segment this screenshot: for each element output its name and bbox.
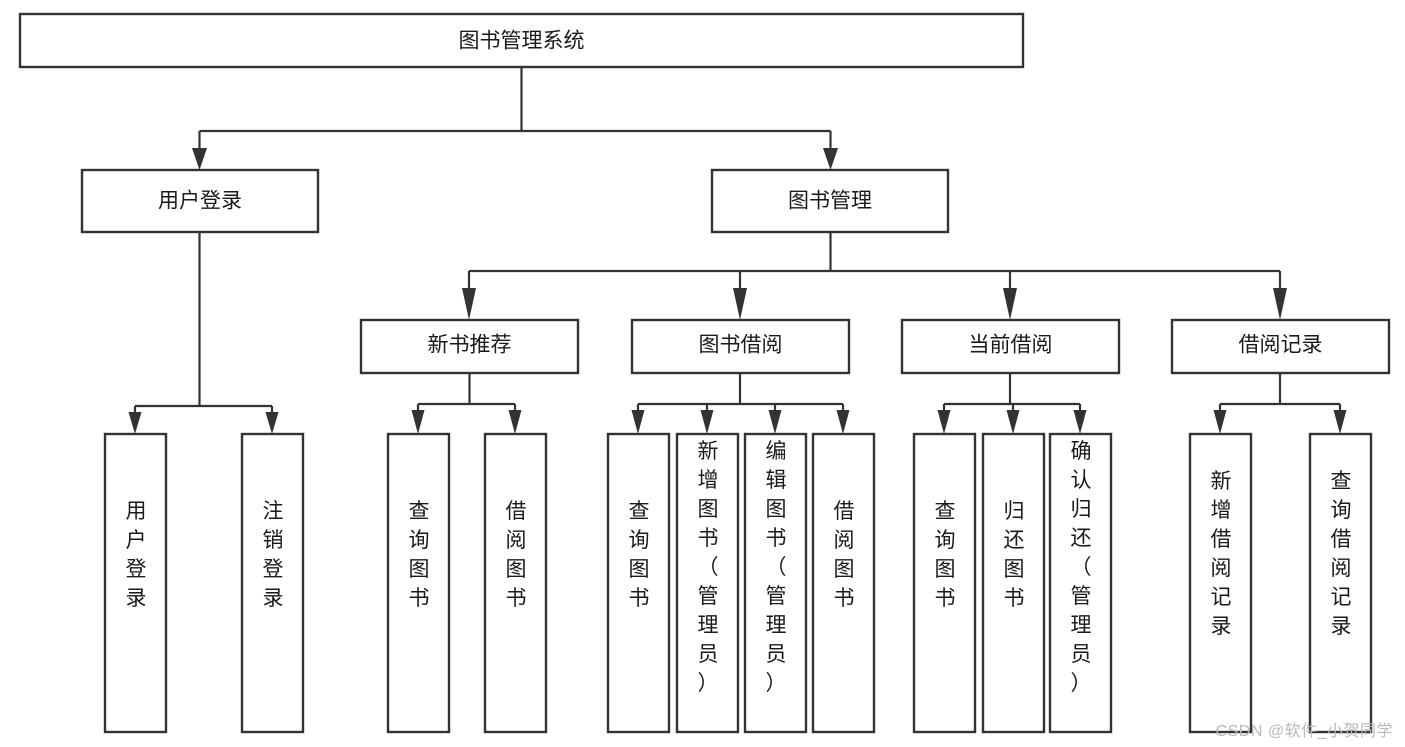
arrowhead-leaf-return-book: [1006, 410, 1020, 434]
node-leaf-query-book-1[interactable]: 查询图书: [386, 432, 451, 734]
node-leaf-add-book-label: 新增图书（管理员）: [698, 440, 719, 695]
arrowhead-leaf-query-book-3: [937, 410, 951, 434]
arrowhead-new-book-recommend: [462, 288, 476, 320]
arrowhead-leaf-query-book-2: [631, 410, 645, 434]
arrowhead-leaf-user-login: [128, 412, 142, 434]
node-borrow-record-label: 借阅记录: [1239, 334, 1323, 357]
node-leaf-user-login-label: 用户登录: [126, 500, 147, 610]
node-leaf-query-book-3[interactable]: 查询图书: [912, 432, 977, 734]
node-current-borrow-box[interactable]: [900, 318, 1121, 375]
node-leaf-logout-login-label: 注销登录: [263, 500, 284, 610]
node-leaf-query-book-3-box[interactable]: [912, 432, 977, 734]
node-leaf-borrow-book-2[interactable]: 借阅图书: [811, 432, 876, 734]
node-leaf-confirm-return-box[interactable]: [1048, 432, 1113, 734]
node-leaf-edit-book[interactable]: 编辑图书（管理员）: [743, 432, 808, 734]
node-current-borrow[interactable]: 当前借阅: [900, 318, 1121, 375]
node-leaf-query-book-2-label: 查询图书: [629, 500, 650, 610]
node-book-borrow-label: 图书借阅: [699, 334, 783, 357]
arrowhead-leaf-confirm-return: [1073, 410, 1087, 434]
node-leaf-add-record[interactable]: 新增借阅记录: [1188, 432, 1253, 734]
node-leaf-query-book-1-box[interactable]: [386, 432, 451, 734]
node-leaf-borrow-book-1-box[interactable]: [483, 432, 548, 734]
node-leaf-edit-book-box[interactable]: [743, 432, 808, 734]
arrowhead-user-login: [192, 148, 207, 170]
arrowhead-leaf-edit-book: [768, 410, 782, 434]
node-leaf-add-book-box[interactable]: [675, 432, 740, 734]
node-leaf-query-record[interactable]: 查询借阅记录: [1308, 432, 1373, 734]
node-leaf-query-book-1-label: 查询图书: [409, 500, 430, 610]
node-leaf-logout-login-box[interactable]: [240, 432, 305, 734]
node-leaf-logout-login[interactable]: 注销登录: [240, 432, 305, 734]
node-leaf-query-book-2[interactable]: 查询图书: [606, 432, 671, 734]
arrowhead-leaf-add-record: [1213, 410, 1227, 434]
arrowhead-leaf-query-book-1: [411, 410, 425, 434]
node-new-book-recommend[interactable]: 新书推荐: [359, 318, 580, 375]
node-leaf-query-book-2-box[interactable]: [606, 432, 671, 734]
node-leaf-user-login-box[interactable]: [103, 432, 168, 734]
node-book-management[interactable]: 图书管理: [710, 168, 950, 234]
node-user-login[interactable]: 用户登录: [80, 168, 320, 234]
node-leaf-query-record-label: 查询借阅记录: [1331, 470, 1352, 638]
node-leaf-borrow-book-2-box[interactable]: [811, 432, 876, 734]
connector-layer: [128, 67, 1347, 434]
arrowhead-leaf-logout-login: [265, 412, 279, 434]
node-current-borrow-label: 当前借阅: [969, 334, 1053, 357]
node-borrow-record[interactable]: 借阅记录: [1170, 318, 1391, 375]
arrowhead-book-management: [823, 148, 838, 170]
node-new-book-recommend-label: 新书推荐: [428, 334, 512, 357]
arrowhead-current-borrow: [1003, 288, 1017, 320]
arrowhead-borrow-record: [1273, 288, 1287, 320]
node-leaf-add-record-box[interactable]: [1188, 432, 1253, 734]
node-leaf-add-record-label: 新增借阅记录: [1211, 470, 1232, 638]
node-leaf-confirm-return-label: 确认归还（管理员）: [1071, 440, 1092, 695]
node-borrow-record-box[interactable]: [1170, 318, 1391, 375]
node-leaf-edit-book-label: 编辑图书（管理员）: [766, 440, 787, 695]
node-leaf-add-book[interactable]: 新增图书（管理员）: [675, 432, 740, 734]
node-root-box[interactable]: [18, 12, 1025, 69]
node-book-borrow[interactable]: 图书借阅: [630, 318, 851, 375]
arrowhead-leaf-borrow-book-1: [508, 410, 522, 434]
node-leaf-return-book[interactable]: 归还图书: [981, 432, 1046, 734]
arrowhead-leaf-query-record: [1333, 410, 1347, 434]
node-leaf-borrow-book-1[interactable]: 借阅图书: [483, 432, 548, 734]
node-leaf-query-book-3-label: 查询图书: [935, 500, 956, 610]
node-user-login-box[interactable]: [80, 168, 320, 234]
arrowhead-book-borrow: [733, 288, 747, 320]
node-book-management-box[interactable]: [710, 168, 950, 234]
node-leaf-return-book-label: 归还图书: [1004, 500, 1025, 610]
node-book-borrow-box[interactable]: [630, 318, 851, 375]
node-leaf-return-book-box[interactable]: [981, 432, 1046, 734]
node-leaf-confirm-return[interactable]: 确认归还（管理员）: [1048, 432, 1113, 734]
node-leaf-borrow-book-2-label: 借阅图书: [834, 500, 855, 610]
node-leaf-borrow-book-1-label: 借阅图书: [506, 500, 527, 610]
node-root-label: 图书管理系统: [459, 30, 585, 53]
node-user-login-label: 用户登录: [158, 190, 242, 213]
node-new-book-recommend-box[interactable]: [359, 318, 580, 375]
arrowhead-leaf-add-book: [700, 410, 714, 434]
arrowhead-leaf-borrow-book-2: [836, 410, 850, 434]
node-root[interactable]: 图书管理系统: [18, 12, 1025, 69]
node-leaf-query-record-box[interactable]: [1308, 432, 1373, 734]
node-book-management-label: 图书管理: [788, 190, 872, 213]
node-leaf-user-login[interactable]: 用户登录: [103, 432, 168, 734]
